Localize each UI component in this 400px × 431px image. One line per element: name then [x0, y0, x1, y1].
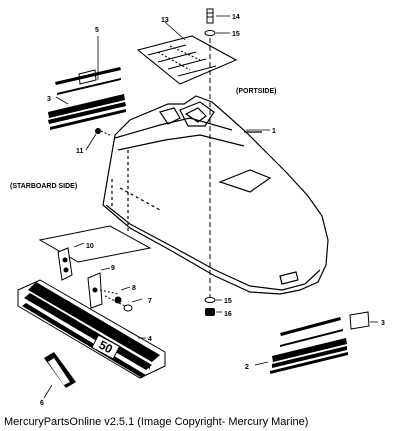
callout-15-bottom: 15 — [224, 298, 232, 305]
callout-7: 7 — [148, 298, 152, 305]
callout-13: 13 — [161, 17, 169, 24]
callout-9: 9 — [111, 265, 115, 272]
upper-decal-stripes — [48, 67, 126, 130]
callout-6: 6 — [40, 400, 44, 407]
callout-1: 1 — [272, 128, 276, 135]
exploded-parts-diagram: 50 5 3 13 14 15 (P — [10, 8, 385, 407]
callout-11: 11 — [76, 148, 84, 155]
engine-cowl — [102, 95, 329, 295]
portside-label: (PORTSIDE) — [236, 88, 276, 95]
callout-3-lower: 3 — [381, 320, 385, 327]
emblem — [44, 352, 76, 388]
callout-16: 16 — [224, 311, 232, 318]
screw-11 — [95, 128, 113, 137]
callout-5: 5 — [95, 27, 99, 34]
callout-15-top: 15 — [232, 31, 240, 38]
lower-right-decal-stripes — [270, 311, 370, 374]
callout-3-upper: 3 — [47, 96, 51, 103]
image-caption: MercuryPartsOnline v2.5.1 (Image Copyrig… — [4, 416, 309, 428]
callout-8: 8 — [132, 285, 136, 292]
screw-washer-stack — [204, 8, 216, 316]
callout-2: 2 — [245, 364, 249, 371]
side-decal-50: 50 — [17, 279, 166, 379]
starboard-label: (STARBOARD SIDE) — [10, 183, 77, 190]
callout-10: 10 — [86, 243, 94, 250]
top-plate — [136, 35, 238, 85]
decal-50-text: 50 — [97, 338, 116, 357]
leader-lines — [43, 15, 378, 399]
callout-14: 14 — [232, 14, 240, 21]
callout-4: 4 — [148, 336, 152, 343]
bracket-assembly — [38, 225, 152, 312]
